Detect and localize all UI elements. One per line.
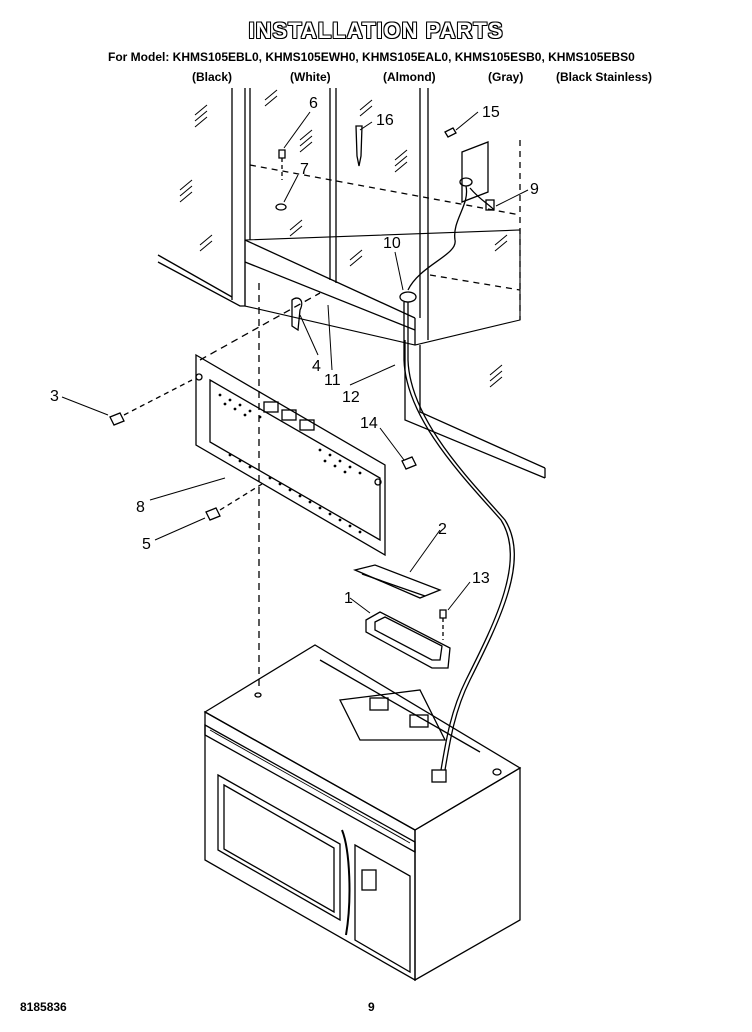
callout-8: 8 — [136, 499, 145, 516]
callout-7: 7 — [300, 161, 309, 178]
callout-5: 5 — [142, 536, 151, 553]
callout-4: 4 — [312, 358, 321, 375]
model-list: For Model: KHMS105EBL0, KHMS105EWH0, KHM… — [108, 50, 635, 64]
callout-14: 14 — [360, 415, 378, 432]
callout-numbers: 1 2 3 4 5 6 7 8 9 10 11 12 13 14 15 16 — [50, 95, 539, 607]
small-parts — [109, 125, 457, 669]
color-white: (White) — [290, 70, 331, 84]
document-number: 8185836 — [20, 1000, 67, 1014]
callout-16: 16 — [376, 112, 394, 129]
leader-lines — [61, 111, 529, 614]
page-number: 9 — [368, 1000, 375, 1014]
color-black: (Black) — [192, 70, 233, 84]
microwave-oven — [203, 644, 522, 982]
callout-1: 1 — [344, 590, 353, 607]
callout-11: 11 — [324, 372, 341, 389]
diagram-title: INSTALLATION PARTS — [248, 18, 504, 43]
color-black-stainless: (Black Stainless) — [556, 70, 653, 84]
wall-cabinet — [157, 88, 546, 479]
mounting-plate — [195, 283, 386, 690]
color-gray: (Gray) — [488, 70, 524, 84]
callout-9: 9 — [530, 181, 539, 198]
callout-2: 2 — [438, 521, 447, 538]
callout-15: 15 — [482, 104, 500, 121]
callout-6: 6 — [309, 95, 318, 112]
callout-12: 12 — [342, 389, 360, 406]
color-almond: (Almond) — [383, 70, 436, 84]
callout-13: 13 — [472, 570, 490, 587]
power-outlet-and-cord — [399, 141, 515, 771]
callout-3: 3 — [50, 388, 59, 405]
callout-10: 10 — [383, 235, 401, 252]
